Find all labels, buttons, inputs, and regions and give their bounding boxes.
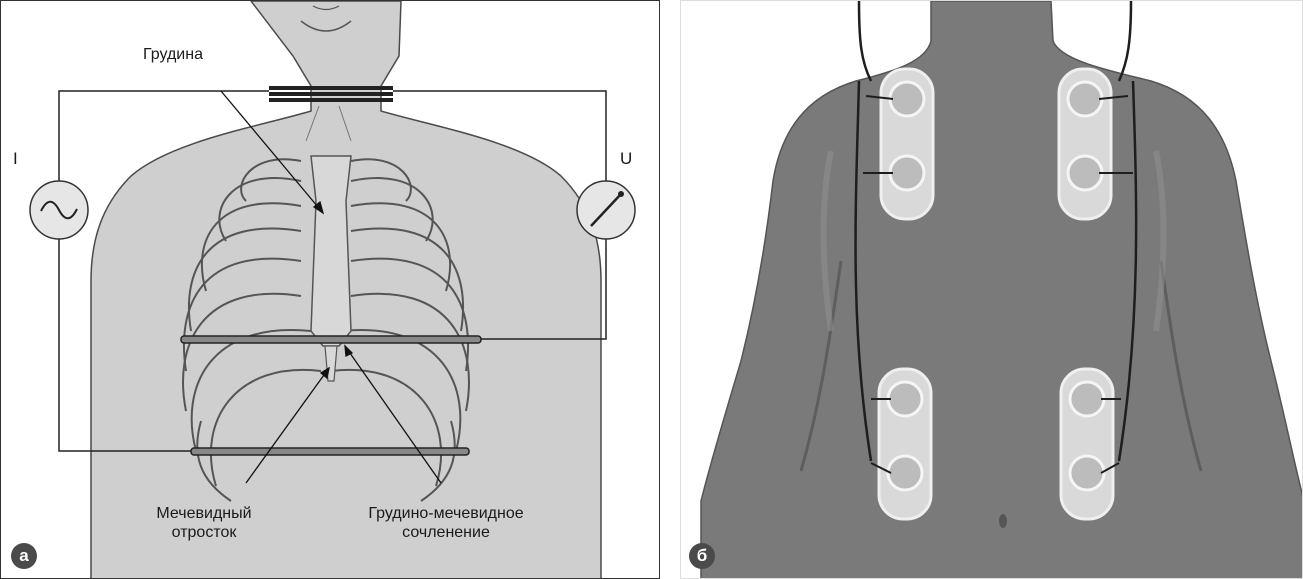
electrode-top-right (1059, 69, 1111, 219)
joint-label-line2: сочленение (351, 523, 541, 542)
panel-b-badge: б (689, 543, 715, 569)
current-source-icon (30, 181, 88, 239)
voltmeter-icon (577, 181, 635, 239)
xiphoid-label-line1: Мечевидный (129, 504, 279, 523)
electrode-bottom-left (879, 369, 931, 519)
joint-label-line1: Грудино-мечевидное (351, 504, 541, 523)
electrode-top-left (881, 69, 933, 219)
torso-illustration (681, 1, 1303, 579)
xiphoid-label-line2: отросток (129, 523, 279, 542)
electrode-bottom-right (1061, 369, 1113, 519)
current-symbol: I (13, 149, 18, 168)
panel-a-badge: а (11, 543, 37, 569)
abdomen-electrode-band (191, 448, 469, 455)
neck-electrode-band (269, 86, 393, 102)
sternum (311, 156, 351, 346)
navel (999, 514, 1007, 528)
panel-a-schematic: I U Грудина Мечевидный отросток Грудино-… (0, 0, 660, 579)
schematic-drawing (1, 1, 660, 579)
torso-silhouette (701, 1, 1303, 579)
sternum-label: Грудина (143, 45, 203, 64)
panel-b-torso-electrodes: б (680, 0, 1303, 579)
chest-electrode-band (181, 336, 481, 343)
joint-label: Грудино-мечевидное сочленение (351, 504, 541, 542)
voltage-symbol: U (620, 149, 632, 168)
xiphoid-label: Мечевидный отросток (129, 504, 279, 542)
